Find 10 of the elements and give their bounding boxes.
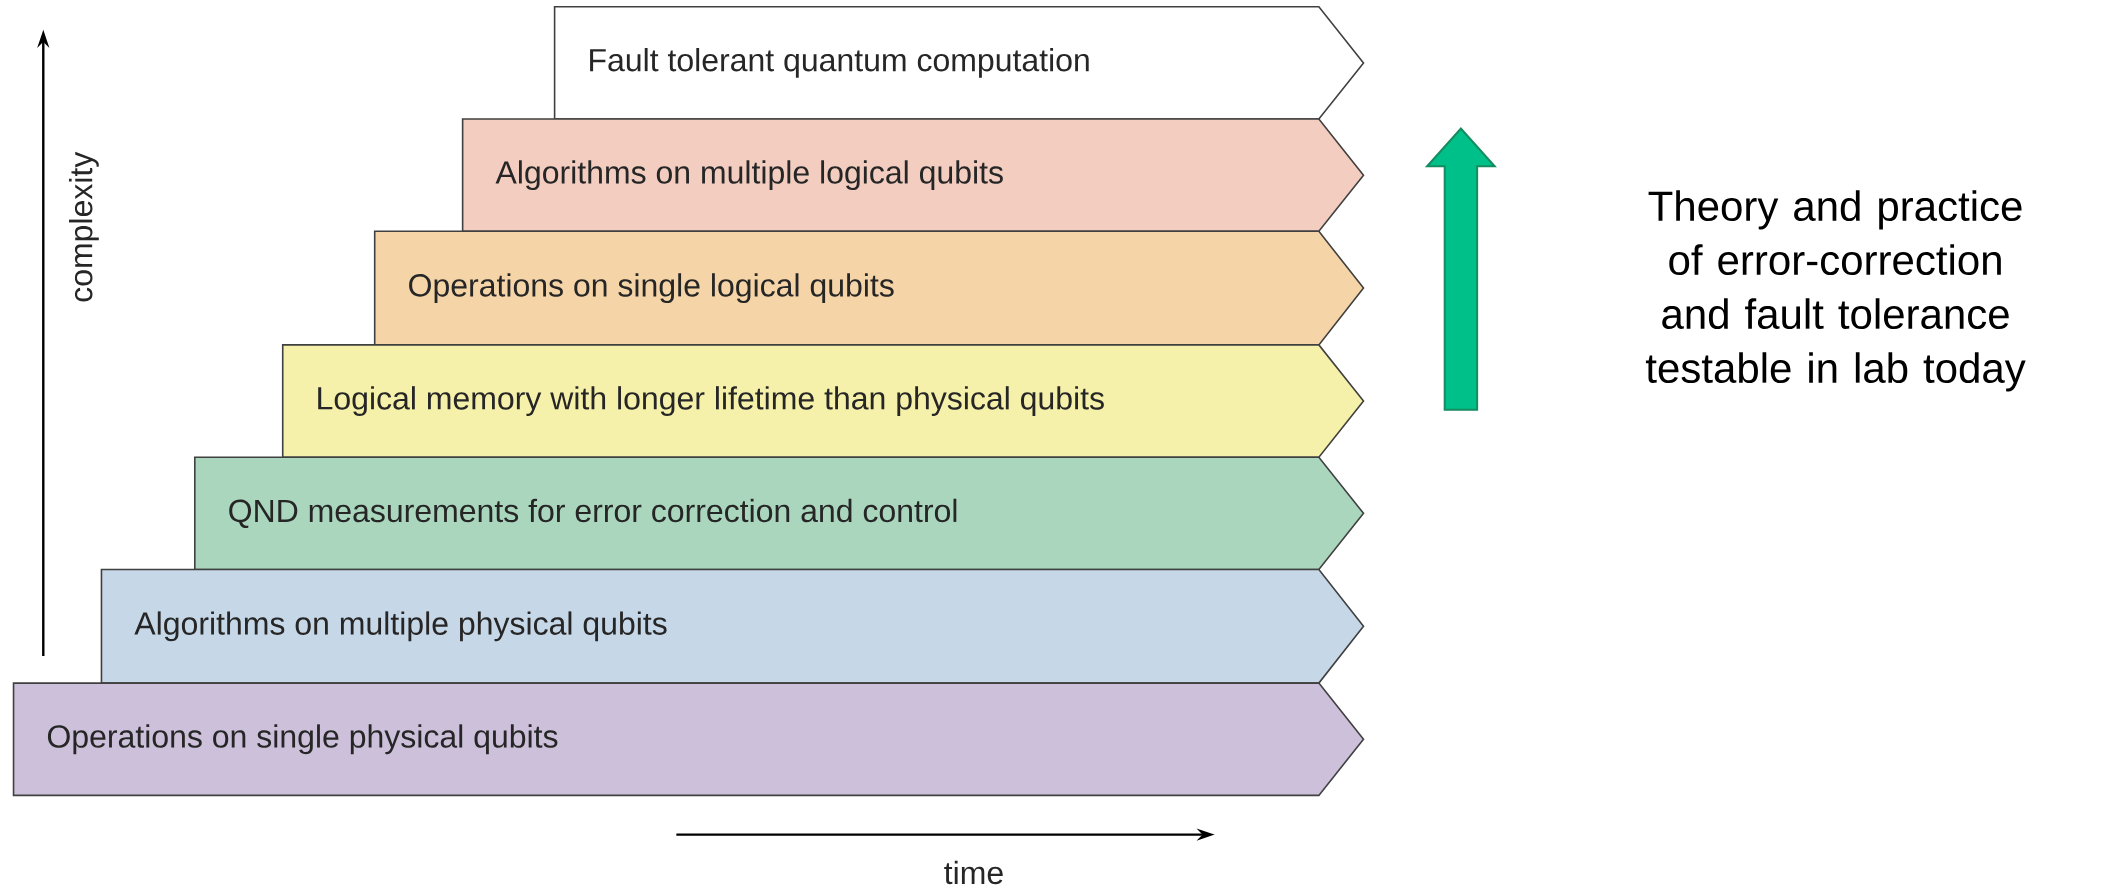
axis-label: time — [944, 860, 1003, 884]
stage-band: Operations on single logical qubits — [373, 230, 1365, 346]
stage-band: Operations on single physical qubits — [12, 682, 1365, 796]
stage-band: Fault tolerant quantum computation — [553, 5, 1365, 120]
note-text: Theory and practice of error-correction and fault tolerance testable in lab today — [1645, 190, 2026, 392]
stage-band: Algorithms on multiple logical qubits — [461, 118, 1365, 232]
stage-band: Algorithms on multiple physical qubits — [100, 568, 1365, 684]
axis-label: complexity — [68, 151, 99, 302]
stage-band: QND measurements for error correction and control — [194, 456, 1365, 571]
stage-band: Logical memory with longer lifetime than physical qubits — [281, 343, 1365, 458]
